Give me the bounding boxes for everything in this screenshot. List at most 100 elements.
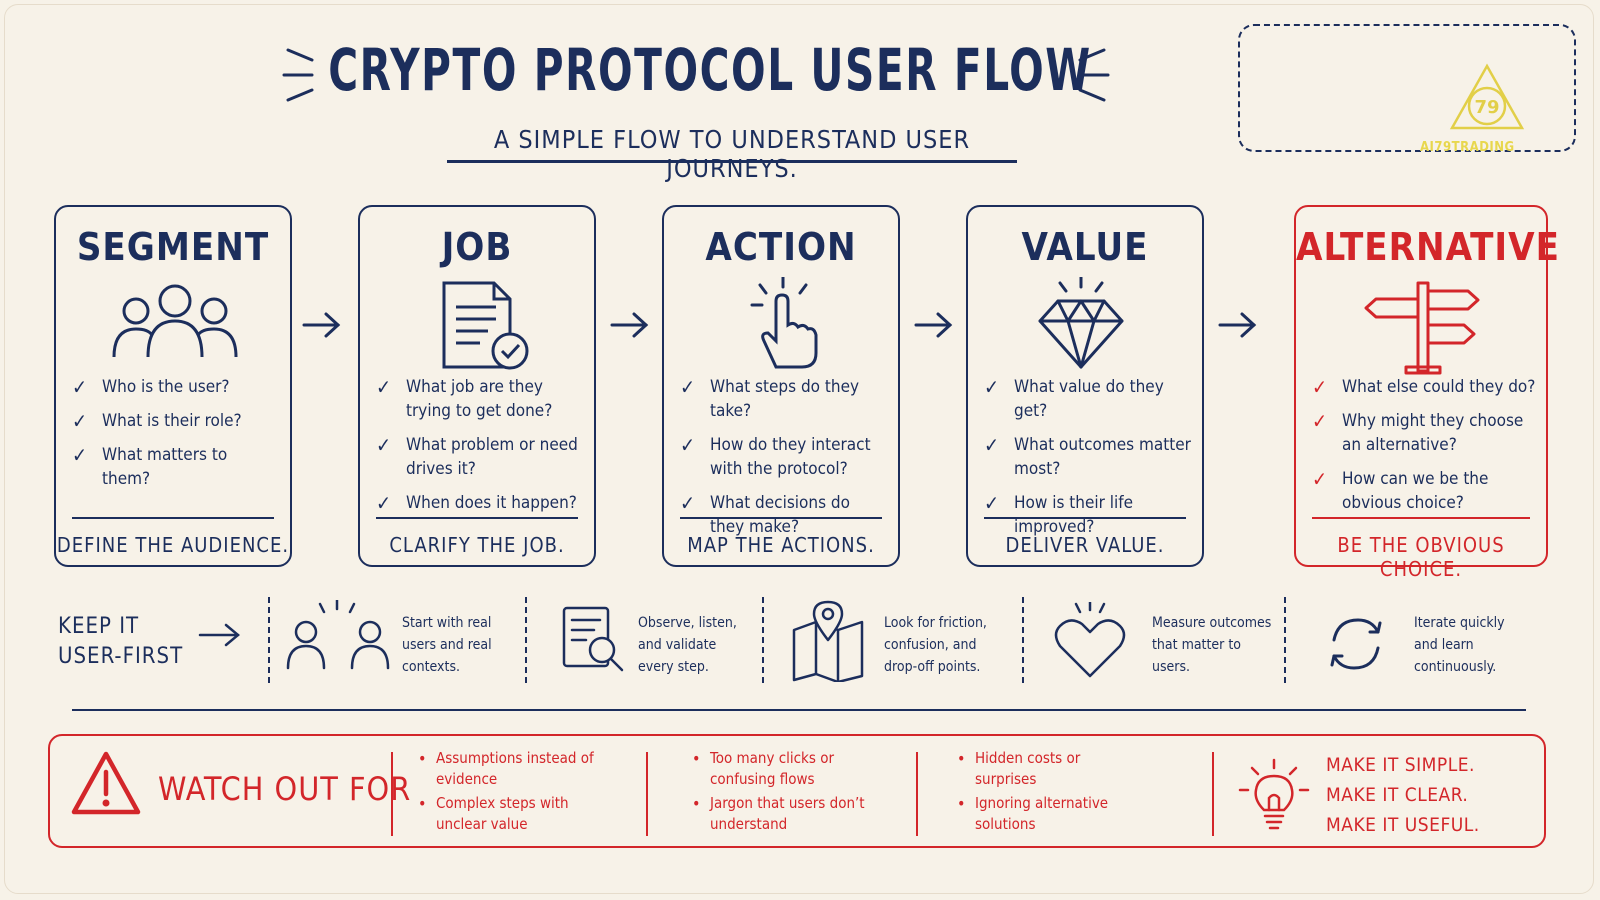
watch-list: Assumptions instead of evidence Complex … bbox=[416, 748, 616, 838]
card-footer: BE THE OBVIOUS CHOICE. bbox=[1337, 533, 1505, 581]
card-item: ✓How is their life improved? bbox=[984, 491, 1134, 537]
card-divider bbox=[72, 517, 274, 519]
check-icon: ✓ bbox=[680, 375, 696, 399]
card-item: ✓When does it happen? bbox=[376, 491, 577, 515]
check-icon: ✓ bbox=[984, 375, 1000, 399]
red-divider bbox=[646, 752, 648, 836]
logo-emblem-icon: 79 bbox=[1449, 63, 1525, 130]
check-icon: ✓ bbox=[72, 375, 88, 399]
warning-icon bbox=[71, 751, 141, 815]
document-check-icon bbox=[442, 281, 529, 370]
card-item: ✓What job are they trying to get done? bbox=[376, 375, 553, 421]
motto-line: MAKE IT SIMPLE. bbox=[1326, 754, 1475, 776]
check-icon: ✓ bbox=[680, 491, 696, 515]
card-title: SEGMENT bbox=[76, 225, 270, 269]
keep-line-2: USER-FIRST bbox=[58, 644, 184, 669]
document-search-icon bbox=[562, 606, 624, 672]
diamond-icon bbox=[1038, 277, 1124, 369]
pointer-hand-icon bbox=[750, 277, 818, 369]
card-item: ✓What steps do they take? bbox=[680, 375, 860, 421]
keep-user-first-label: KEEP IT USER-FIRST bbox=[58, 612, 183, 672]
card-item: ✓What else could they do? bbox=[1312, 375, 1536, 399]
card-item: ✓What value do they get? bbox=[984, 375, 1164, 421]
card-divider bbox=[1312, 517, 1530, 519]
refresh-icon bbox=[1330, 618, 1382, 670]
watch-out-panel bbox=[48, 734, 1546, 848]
dashed-divider bbox=[1022, 597, 1024, 683]
check-icon: ✓ bbox=[1312, 409, 1328, 433]
logo-placeholder-box bbox=[1238, 24, 1576, 152]
card-item: ✓What outcomes matter most? bbox=[984, 433, 1191, 479]
title-burst-left-icon bbox=[282, 48, 314, 102]
card-segment: SEGMENT ✓Who is the user? ✓What is their… bbox=[54, 205, 292, 567]
watch-list: Too many clicks or confusing flows Jargo… bbox=[690, 748, 870, 838]
card-action: ACTION ✓What steps do they take? ✓How do… bbox=[662, 205, 900, 567]
card-alternative: ALTERNATIVE ✓What else could they do? ✓W… bbox=[1294, 205, 1560, 581]
motto-line: MAKE IT USEFUL. bbox=[1326, 814, 1480, 836]
signpost-icon bbox=[1364, 281, 1480, 375]
page-title: CRYPTO PROTOCOL USER FLOW bbox=[328, 36, 1092, 104]
arrow-right-icon bbox=[302, 312, 341, 338]
section-divider bbox=[72, 709, 1526, 711]
check-icon: ✓ bbox=[984, 491, 1000, 515]
card-divider bbox=[984, 517, 1186, 519]
card-divider bbox=[376, 517, 578, 519]
arrow-right-icon bbox=[914, 312, 953, 338]
logo-text: AI79TRADING bbox=[1420, 140, 1515, 155]
check-icon: ✓ bbox=[376, 433, 392, 457]
check-icon: ✓ bbox=[1312, 467, 1328, 491]
title-burst-right-icon bbox=[1078, 48, 1110, 102]
check-icon: ✓ bbox=[984, 433, 1000, 457]
check-icon: ✓ bbox=[376, 491, 392, 515]
card-item: ✓What matters to them? bbox=[72, 443, 228, 489]
map-pin-icon bbox=[792, 600, 864, 682]
watch-item: Hidden costs or surprises bbox=[955, 748, 1145, 790]
red-divider bbox=[391, 752, 393, 836]
keep-line-1: KEEP IT bbox=[58, 614, 140, 639]
card-job: JOB ✓What job are they trying to get don… bbox=[358, 205, 596, 567]
watch-item: Assumptions instead of evidence bbox=[416, 748, 616, 790]
logo-mark-text: 79 bbox=[1474, 97, 1499, 118]
card-footer: DEFINE THE AUDIENCE. bbox=[56, 533, 290, 557]
people-group-icon bbox=[112, 284, 238, 358]
watch-item: Complex steps with unclear value bbox=[416, 793, 616, 835]
card-title: JOB bbox=[441, 225, 513, 269]
card-item: ✓How can we be the obvious choice? bbox=[1312, 467, 1489, 513]
check-icon: ✓ bbox=[680, 433, 696, 457]
arrow-right-icon bbox=[1218, 312, 1257, 338]
red-divider bbox=[1212, 752, 1214, 836]
card-item: ✓What problem or need drives it? bbox=[376, 433, 578, 479]
watch-item: Too many clicks or confusing flows bbox=[690, 748, 870, 790]
dashed-divider bbox=[762, 597, 764, 683]
dashed-divider bbox=[268, 597, 270, 683]
watch-out-title: WATCH OUT FOR bbox=[158, 770, 412, 808]
watch-list: Hidden costs or surprises Ignoring alter… bbox=[955, 748, 1145, 838]
motto-line: MAKE IT CLEAR. bbox=[1326, 784, 1469, 806]
card-item: ✓What decisions do they make? bbox=[680, 491, 850, 537]
check-icon: ✓ bbox=[376, 375, 392, 399]
red-divider bbox=[916, 752, 918, 836]
dashed-divider bbox=[525, 597, 527, 683]
check-icon: ✓ bbox=[72, 409, 88, 433]
card-title: ALTERNATIVE bbox=[1296, 225, 1560, 269]
card-item: ✓Why might they choose an alternative? bbox=[1312, 409, 1524, 455]
card-footer: CLARIFY THE JOB. bbox=[389, 533, 565, 557]
watch-item: Ignoring alternative solutions bbox=[955, 793, 1145, 835]
users-icon bbox=[286, 600, 390, 670]
watch-item: Jargon that users don’t understand bbox=[690, 793, 870, 835]
page-subtitle: A SIMPLE FLOW TO UNDERSTAND USER JOURNEY… bbox=[493, 125, 971, 183]
subtitle-underline bbox=[447, 160, 1017, 163]
arrow-right-icon bbox=[198, 623, 240, 647]
heart-icon bbox=[1054, 602, 1126, 678]
card-item: ✓What is their role? bbox=[72, 409, 242, 433]
motto-list: MAKE IT SIMPLE. MAKE IT CLEAR. MAKE IT U… bbox=[1326, 750, 1480, 840]
card-title: VALUE bbox=[1021, 225, 1149, 269]
card-divider bbox=[680, 517, 882, 519]
dashed-divider bbox=[1284, 597, 1286, 683]
lightbulb-icon bbox=[1238, 758, 1310, 830]
